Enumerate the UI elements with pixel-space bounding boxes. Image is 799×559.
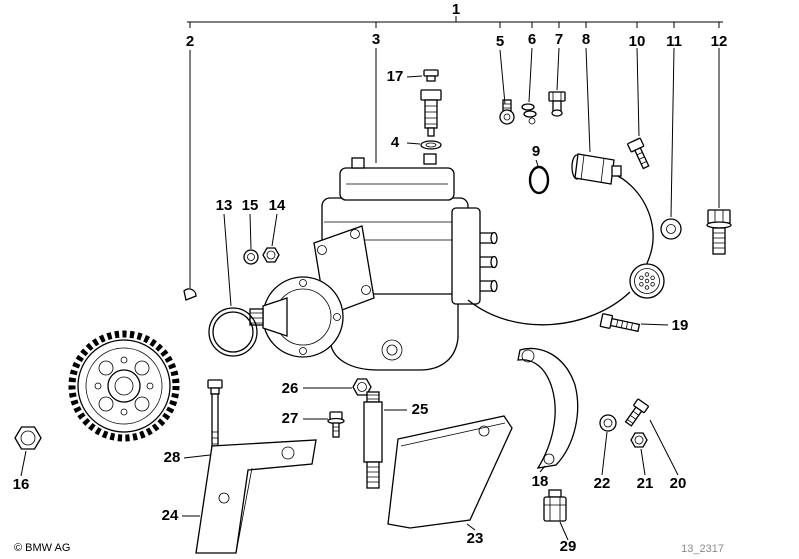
callout-25: 25 [412, 401, 429, 418]
diagram-id: 13_2317 [681, 543, 724, 555]
solenoid-cable [467, 173, 654, 326]
callout-21: 21 [637, 475, 654, 492]
callout-19: 19 [672, 317, 689, 334]
part-14-nut [262, 247, 280, 263]
part-11-washer [660, 218, 682, 240]
callout-13: 13 [216, 197, 233, 214]
callout-14: 14 [269, 197, 286, 214]
part-16-nut [14, 426, 42, 450]
callout-28: 28 [164, 449, 181, 466]
callout-labels: 1 2 3 4 5 6 7 8 9 10 11 12 13 14 15 16 1… [13, 1, 728, 555]
part-8-shutoff-solenoid [571, 153, 622, 185]
callout-11: 11 [666, 33, 682, 50]
part-21-nut [630, 432, 648, 448]
part-10-bolt [627, 137, 650, 170]
part-19-bolt [599, 313, 641, 333]
part-15-washer [243, 249, 259, 265]
copyright: © BMW AG [14, 542, 70, 554]
part-2-key [183, 288, 197, 301]
callout-27: 27 [282, 410, 299, 427]
callout-2: 2 [186, 33, 194, 50]
callout-6: 6 [528, 31, 536, 48]
part-6-seal-washers [521, 103, 537, 125]
part-22-washer [599, 414, 617, 432]
part-round-connector [629, 263, 665, 299]
part-13-o-ring [208, 307, 258, 357]
callout-9: 9 [532, 143, 540, 160]
callout-4: 4 [391, 134, 400, 151]
callout-3: 3 [372, 31, 380, 48]
part-9-o-ring [528, 165, 550, 195]
part-23-support-plate [387, 415, 513, 529]
fuel-outlet-stubs [480, 231, 498, 293]
part-4-delivery-valve [420, 89, 442, 150]
part-5-banjo-bolt [499, 99, 515, 125]
callout-18: 18 [532, 473, 549, 490]
callout-10: 10 [629, 33, 646, 50]
part-27-flange-bolt [327, 411, 345, 438]
callout-5: 5 [496, 33, 504, 50]
callout-24: 24 [162, 507, 179, 524]
part-7-union-sleeve [548, 91, 566, 117]
callout-8: 8 [582, 31, 590, 48]
callout-17: 17 [387, 68, 404, 85]
leader-lines [20, 16, 723, 541]
part-12-hex-bolt [706, 209, 732, 255]
part-29-cable-clip [543, 489, 567, 522]
part-25-spacer-stud [363, 391, 383, 489]
part-17-cap-nut [423, 69, 439, 82]
callout-7: 7 [555, 31, 563, 48]
part-timing-sprocket [68, 330, 180, 442]
callout-12: 12 [711, 33, 728, 50]
callout-16: 16 [13, 476, 30, 493]
callout-22: 22 [594, 475, 611, 492]
callout-26: 26 [282, 380, 299, 397]
callout-23: 23 [467, 530, 484, 547]
part-24-support-bracket [195, 439, 317, 554]
callout-15: 15 [242, 197, 259, 214]
callout-20: 20 [670, 475, 687, 492]
callout-1: 1 [452, 1, 460, 18]
part-20-bolt [624, 398, 649, 427]
part-injection-pump-body [249, 153, 498, 371]
callout-29: 29 [560, 538, 577, 555]
part-18-support-arm [517, 347, 579, 469]
